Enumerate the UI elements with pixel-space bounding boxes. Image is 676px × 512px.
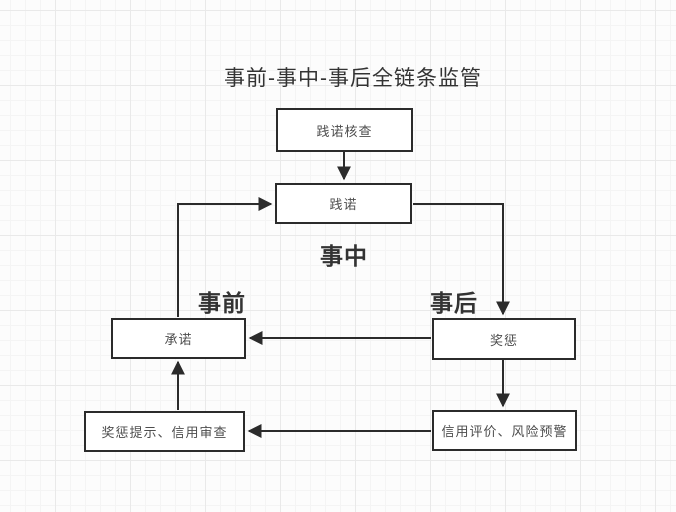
node-credit-eval-risk-warning[interactable]: 信用评价、风险预警: [432, 410, 577, 451]
node-reward-punishment-label: 奖惩: [489, 332, 518, 348]
node-commitment-label: 承诺: [164, 332, 193, 347]
node-credit-eval-risk-warning-label: 信用评价、风险预警: [441, 424, 568, 439]
node-reward-prompt-credit-review-label: 奖惩提示、信用审查: [101, 425, 228, 440]
connector-fulfill-to-reward[interactable]: [413, 203, 510, 316]
node-commitment[interactable]: 承诺: [111, 318, 246, 359]
phase-label-pre: 事前: [198, 290, 246, 316]
node-reward-punishment[interactable]: 奖惩: [432, 318, 576, 360]
node-promise-fulfillment[interactable]: 践诺: [275, 183, 412, 224]
connector-commit-to-fulfill[interactable]: [177, 197, 273, 317]
diagram-title: 事前-事中-事后全链条监管: [224, 67, 482, 90]
node-promise-fulfillment-label: 践诺: [329, 197, 358, 212]
node-promise-verification[interactable]: 践诺核查: [276, 108, 413, 152]
node-reward-prompt-credit-review[interactable]: 奖惩提示、信用审查: [84, 411, 245, 452]
node-promise-verification-label: 践诺核查: [316, 123, 373, 139]
phase-label-during: 事中: [320, 243, 368, 269]
phase-label-post: 事后: [430, 290, 478, 316]
